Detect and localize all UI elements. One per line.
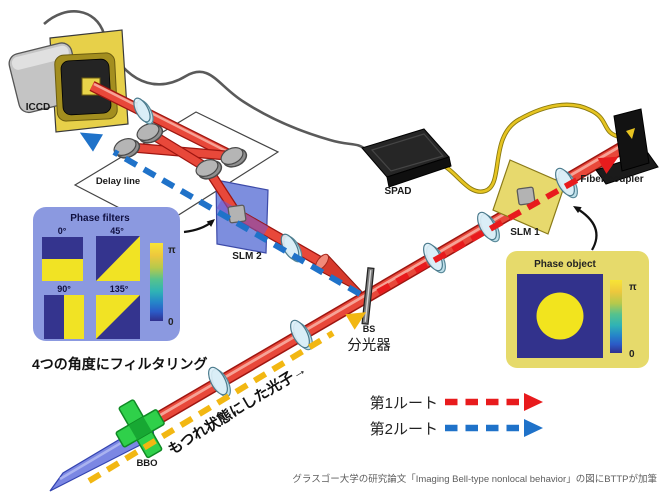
beam-splitter	[361, 267, 375, 325]
colorbar-pi-label: π	[168, 245, 176, 256]
delay-line-mirrors	[113, 123, 248, 180]
filter-angle-label: 45°	[110, 226, 124, 236]
filter-135deg	[96, 295, 140, 339]
route1-label: 第1ルート	[370, 394, 438, 412]
object-to-slm1-arrow	[573, 206, 598, 251]
filter-45deg	[96, 236, 140, 281]
phase-filters-inset: Phase filters 0° 45° 90° 135° π 0	[33, 207, 180, 341]
route2-label: 第2ルート	[370, 420, 438, 438]
object-colorbar	[610, 280, 622, 353]
fiber-coupler-label: Fiber coupler	[580, 174, 643, 185]
lens-icon	[133, 97, 154, 125]
colorbar-pi-label: π	[629, 282, 637, 293]
route-legend: 第1ルート 第2ルート	[370, 393, 543, 438]
phase-object-title: Phase object	[534, 259, 596, 270]
filters-colorbar	[150, 243, 163, 321]
spad-label: SPAD	[384, 186, 411, 197]
bbo-label: BBO	[136, 458, 157, 469]
route1-arrowhead-icon	[524, 393, 543, 411]
phase-object-inset: Phase object π 0	[506, 251, 649, 368]
spad-detector	[361, 128, 452, 188]
filter-note: 4つの角度にフィルタリング	[32, 356, 208, 372]
filter-90deg	[44, 295, 84, 339]
phase-object-disc	[536, 292, 584, 340]
iccd-label: ICCD	[26, 102, 50, 113]
filters-to-slm2-arrow	[183, 219, 215, 234]
coupler-marker	[626, 128, 635, 139]
phase-filters-title: Phase filters	[70, 213, 130, 224]
route1-path	[376, 156, 619, 295]
fiber-coupler-device	[595, 108, 659, 185]
trigger-cable	[43, 10, 367, 151]
slm1-chip	[516, 186, 536, 206]
delay-line-label: Delay line	[96, 176, 140, 187]
slm2-chip	[227, 204, 247, 224]
route2-path	[79, 132, 362, 297]
filter-0deg	[42, 237, 83, 281]
route2-arrowhead-icon	[524, 419, 543, 437]
slm1-label: SLM 1	[510, 227, 540, 238]
route-pump-yellow	[87, 312, 367, 484]
colorbar-zero-label: 0	[168, 317, 174, 328]
optical-fiber	[436, 102, 621, 194]
colorbar-zero-label: 0	[629, 349, 635, 360]
filter-angle-label: 0°	[58, 226, 67, 236]
bs-label: BS	[363, 324, 376, 334]
bs-jp-label: 分光器	[347, 337, 391, 354]
lens-icon	[290, 319, 313, 351]
filter-angle-label: 135°	[110, 284, 129, 294]
caption: グラスゴー大学の研究論文「Imaging Bell-type nonlocal …	[292, 473, 657, 485]
slm2-label: SLM 2	[232, 251, 262, 262]
filter-angle-label: 90°	[57, 284, 71, 294]
lenses	[133, 97, 578, 398]
